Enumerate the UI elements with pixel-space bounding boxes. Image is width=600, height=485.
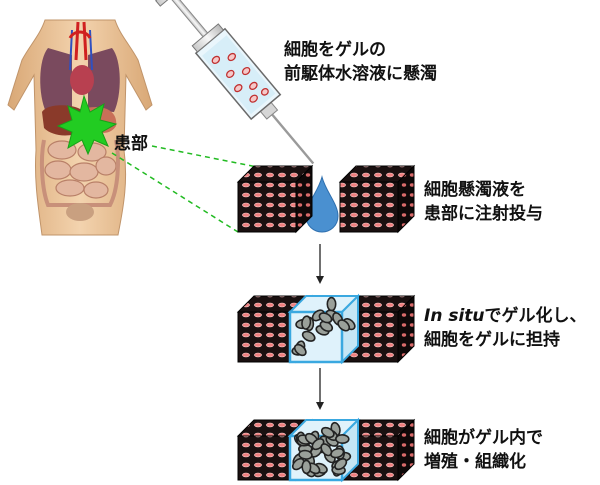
row3-cell-33: [320, 443, 333, 457]
human-torso-icon: [7, 19, 153, 236]
label-gelation-line1: In situでゲル化し、: [424, 304, 587, 328]
row2-cell-14: [293, 343, 307, 357]
row2-left-block-front: [237, 311, 297, 363]
label-injection: 細胞懸濁液を 患部に注射投与: [424, 178, 543, 226]
row2-cell-5: [301, 330, 316, 342]
label-suspension-line2: 前駆体水溶液に懸濁: [284, 64, 437, 84]
syringe-icon: [155, 0, 315, 165]
label-suspension: 細胞をゲルの 前駆体水溶液に懸濁: [284, 38, 437, 86]
label-growth: 細胞がゲル内で 増殖・組織化: [424, 426, 543, 474]
label-injection-line2: 患部に注射投与: [424, 204, 543, 224]
row1-right-block-front: [339, 181, 399, 233]
label-gelation-line1-rest: でゲル化し、: [484, 306, 587, 326]
row2-cell-15: [337, 319, 351, 332]
row3-cell-18: [320, 426, 335, 439]
row3-cell-25: [298, 449, 313, 460]
row3-cell-26: [291, 457, 305, 471]
row2-cell-12: [318, 312, 333, 324]
tissue-blocks: [236, 164, 416, 483]
label-gelation: In situでゲル化し、 細胞をゲルに担持: [424, 304, 587, 352]
label-growth-line1: 細胞がゲル内で: [424, 428, 543, 448]
row1-left-block-front: [237, 181, 297, 233]
label-in-situ: In situ: [424, 306, 485, 326]
connector-lines: [111, 145, 263, 233]
label-gelation-line2: 細胞をゲルに担持: [424, 330, 560, 350]
label-growth-line2: 増殖・組織化: [424, 452, 526, 472]
label-affected-area: 患部: [114, 134, 148, 154]
row3-cell-30: [335, 433, 350, 445]
row3-cell-32: [334, 458, 348, 471]
label-injection-line1: 細胞懸濁液を: [424, 180, 526, 200]
row2-cell-9: [301, 315, 312, 330]
lesion-icon: [56, 94, 118, 156]
arrow-down-1: [316, 244, 324, 284]
row3-left-block-front: [237, 435, 297, 481]
arrow-down-2: [316, 368, 324, 410]
row3-cell-31: [301, 459, 312, 475]
label-suspension-line1: 細胞をゲルの: [284, 40, 386, 60]
row2-cell-4: [326, 296, 337, 312]
